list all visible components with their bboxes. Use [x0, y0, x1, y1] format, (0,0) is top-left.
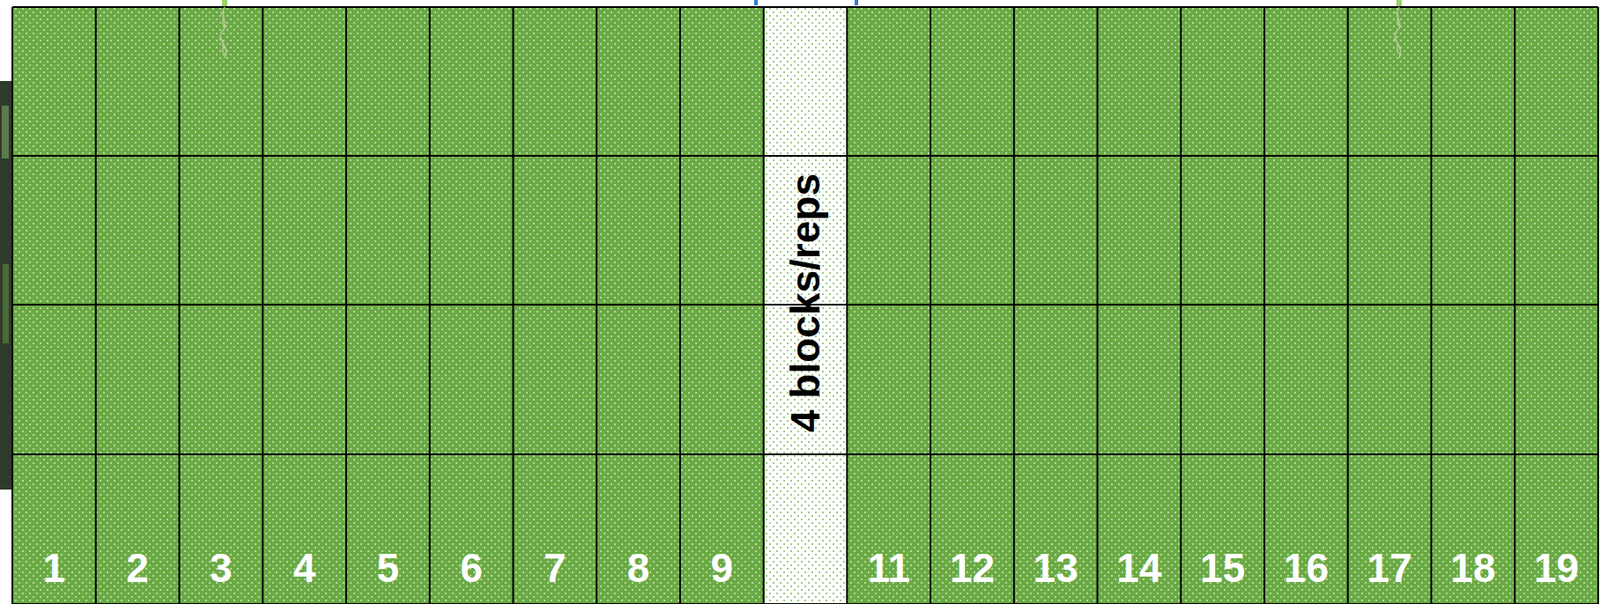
plot-number: 4	[293, 548, 317, 589]
plot-border	[12, 155, 1599, 157]
plot-number: 9	[710, 548, 734, 589]
plot-number: 1	[43, 548, 67, 589]
plot-number: 19	[1533, 548, 1579, 589]
plot-number: 14	[1116, 548, 1162, 589]
plot-number: 15	[1200, 548, 1245, 589]
plot-border	[12, 6, 1599, 8]
plot-number: 17	[1367, 548, 1413, 589]
plot-number: 2	[125, 548, 149, 589]
plot-number: 16	[1283, 548, 1329, 589]
block-note: 4 blocks/reps	[785, 173, 826, 433]
plot-border	[12, 453, 1599, 456]
plot-number: 13	[1033, 548, 1079, 589]
photo-edge	[0, 81, 12, 490]
plot-number: 8	[627, 548, 651, 589]
plot-number: 6	[459, 548, 483, 589]
plot-area	[12, 7, 1599, 604]
plot-border	[12, 603, 1599, 604]
plot-number: 11	[866, 548, 911, 589]
sprinkler-icon	[1393, 0, 1402, 59]
plot-number: 12	[949, 548, 995, 589]
plot-number: 18	[1450, 548, 1496, 589]
plot-number: 3	[209, 548, 233, 589]
sprinkler-icon	[219, 0, 228, 59]
plot-number: 7	[543, 548, 567, 589]
plot-number: 5	[377, 548, 400, 589]
